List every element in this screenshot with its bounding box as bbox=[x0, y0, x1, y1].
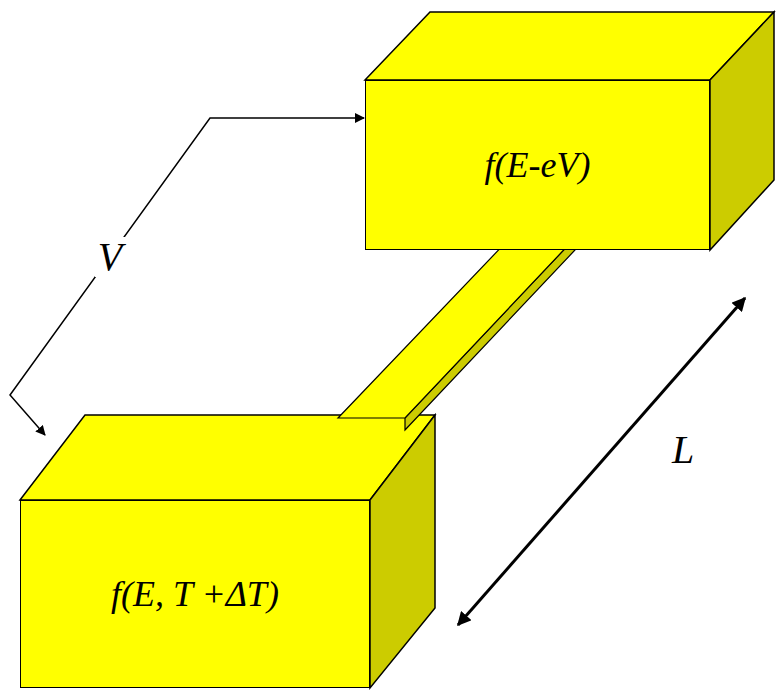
reservoir-top-face bbox=[20, 415, 435, 500]
reservoir-box: f(E, T +ΔT) bbox=[20, 500, 370, 688]
reservoir-box: f(E-eV) bbox=[365, 80, 710, 250]
length-label: L bbox=[672, 430, 694, 470]
voltage-connector bbox=[10, 118, 364, 435]
length-arrow bbox=[458, 298, 745, 625]
distribution-label: f(E-eV) bbox=[477, 140, 599, 190]
wire-top-face bbox=[338, 238, 575, 418]
reservoir-top-face bbox=[365, 12, 774, 80]
voltage-label: V bbox=[95, 237, 125, 277]
reservoir-side-face bbox=[710, 12, 774, 250]
reservoir-side-face bbox=[370, 415, 435, 688]
distribution-label: f(E, T +ΔT) bbox=[103, 569, 287, 619]
